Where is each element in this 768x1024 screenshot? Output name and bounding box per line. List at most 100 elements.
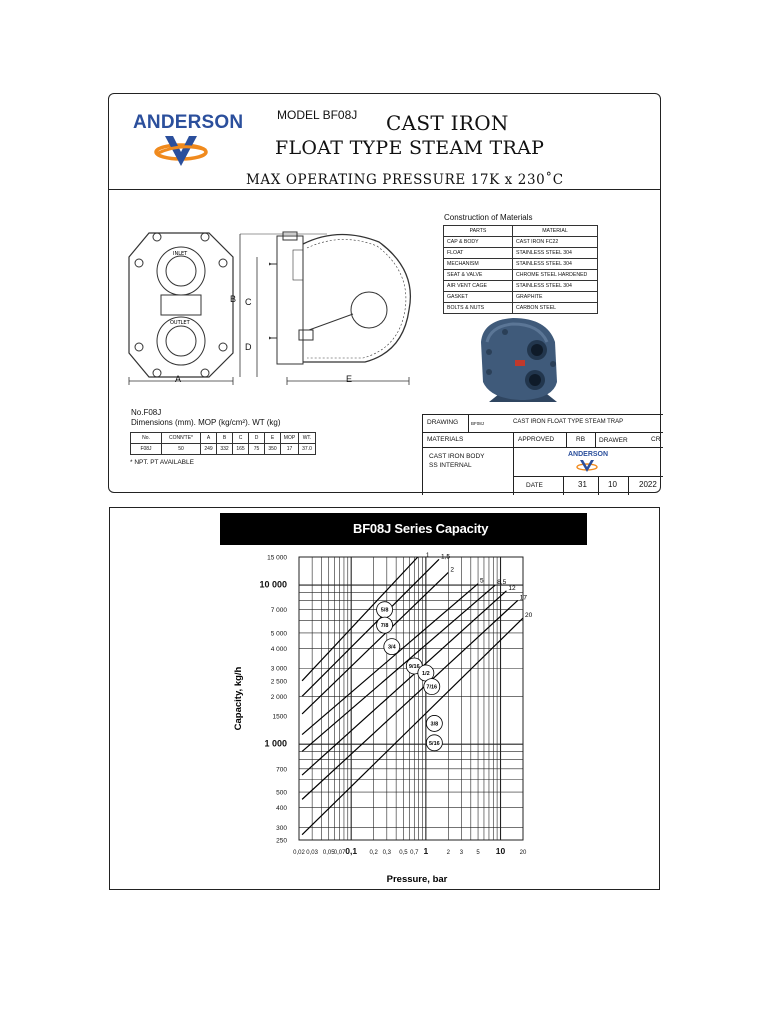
y-tick-label: 5 000 — [271, 630, 288, 637]
side-section-drawing — [269, 231, 412, 365]
orifice-circle — [425, 715, 443, 732]
approved-value: RB — [576, 436, 586, 443]
x-tick-label: 5 — [476, 850, 480, 856]
x-tick-label: 10 — [496, 846, 506, 856]
dim-header-cell: A — [200, 432, 217, 444]
materials-material: STAINLESS STEEL 304 — [512, 280, 598, 292]
header-divider — [109, 189, 660, 190]
y-tick-label: 15 000 — [267, 555, 287, 562]
x-tick-label: 20 — [520, 850, 527, 856]
orifice-text: 3/4 — [388, 645, 397, 651]
dim-cell: 350 — [264, 443, 281, 455]
orifice-text: 7/16 — [426, 685, 437, 691]
materials-material: STAINLESS STEEL 304 — [512, 258, 598, 270]
drawing-number: BF08J — [471, 421, 485, 426]
materials-material: GRAPHITE — [512, 291, 598, 303]
materials-header-parts: PARTS — [443, 225, 513, 237]
brand-logo-text: ANDERSON — [133, 112, 244, 133]
series-line — [301, 617, 523, 836]
max-pressure-label: 1,5 — [441, 553, 450, 560]
y-tick-label: 10 000 — [259, 580, 287, 590]
inlet-label: INLET — [173, 251, 188, 257]
orifice-label: 5/8 — [376, 601, 393, 619]
y-tick-label: 250 — [276, 838, 287, 845]
y-tick-label: 1 000 — [264, 739, 287, 749]
dim-header-cell: C — [232, 432, 249, 444]
dim-cell: 50 — [161, 443, 201, 455]
orifice-circle — [383, 638, 401, 656]
materials-label: MATERIALS — [427, 436, 464, 443]
date-year: 2022 — [639, 480, 657, 489]
y-tick-label: 2 500 — [271, 678, 288, 685]
x-tick-label: 0,02 — [293, 850, 305, 856]
y-tick-label: 7 000 — [271, 607, 288, 614]
dim-label-a: A — [175, 374, 182, 384]
dim-cell: 17 — [280, 443, 299, 455]
y-tick-label: 700 — [276, 766, 287, 773]
chart-title-band: BF08J Series Capacity — [220, 513, 587, 545]
drawing-label: DRAWING — [427, 419, 459, 426]
orifice-label: 1/2 — [417, 664, 435, 682]
materials-material: CARBON STEEL — [512, 302, 598, 314]
dim-header-cell: WT. — [298, 432, 316, 444]
x-tick-label: 0,5 — [399, 850, 408, 856]
dimension-lines — [128, 233, 410, 385]
max-pressure-label: 17 — [520, 594, 528, 601]
dim-cell: 75 — [248, 443, 265, 455]
dim-cell: 332 — [216, 443, 233, 455]
title-block-logo-icon — [576, 460, 598, 472]
materials-material: CAST IRON FC22 — [512, 236, 598, 248]
orifice-label: 3/4 — [383, 638, 401, 656]
front-view-drawing: INLET OUTLET — [128, 232, 234, 378]
dim-label-c: C — [245, 297, 252, 307]
series-line — [301, 583, 479, 735]
materials-part: CAP & BODY — [443, 236, 513, 248]
materials-material: STAINLESS STEEL 304 — [512, 247, 598, 259]
dim-header-cell: MOP — [280, 432, 299, 444]
x-tick-label: 3 — [460, 850, 464, 856]
dimensions-caption: Dimensions (mm). MOP (kg/cm²). WT (kg) — [131, 418, 281, 427]
title-block: DRAWING BF08J CAST IRON FLOAT TYPE STEAM… — [422, 414, 663, 495]
materials-part: GASKET — [443, 291, 513, 303]
drawing-sheet: ANDERSON MODEL BF08J CAST IRON FLOAT TYP… — [108, 93, 663, 495]
max-pressure-label: 2 — [450, 566, 454, 573]
y-tick-label: 1500 — [273, 714, 288, 721]
dim-header-cell: B — [216, 432, 233, 444]
dim-header-cell: CONN'TE* — [161, 432, 201, 444]
dimensions-table: No. CONN'TE* A B C D E MOP WT. F08J 50 2… — [130, 432, 316, 455]
series-line — [301, 590, 507, 776]
drawer-label: DRAWER — [599, 437, 628, 444]
x-tick-label: 0,03 — [306, 850, 318, 856]
dim-header-cell: E — [264, 432, 281, 444]
drawing-title: CAST IRON FLOAT TYPE STEAM TRAP — [513, 419, 624, 425]
dimensions-code: No.F08J — [131, 408, 162, 417]
dim-label-b: B — [230, 294, 237, 304]
date-day: 31 — [578, 480, 587, 489]
materials-line-2: SS INTERNAL — [429, 462, 472, 469]
orifice-label: 3/8 — [425, 715, 443, 732]
chart-title: BF08J Series Capacity — [353, 521, 489, 536]
series-line — [301, 557, 419, 682]
orifice-label: 5/16 — [425, 734, 443, 752]
y-tick-label: 3 000 — [271, 666, 288, 673]
dim-cell: 165 — [232, 443, 249, 455]
materials-line-1: CAST IRON BODY — [429, 453, 485, 460]
orifice-circle — [423, 678, 441, 696]
materials-title: Construction of Materials — [444, 213, 533, 222]
y-tick-label: 400 — [276, 805, 287, 812]
drawer-value: CR — [651, 436, 661, 443]
y-tick-label: 2 000 — [271, 694, 288, 701]
y-tick-label: 4 000 — [271, 646, 288, 653]
series-line — [301, 558, 440, 697]
orifice-text: 3/8 — [431, 721, 439, 727]
materials-material: CHROME STEEL HARDENED — [512, 269, 598, 281]
x-tick-label: 2 — [447, 850, 451, 856]
